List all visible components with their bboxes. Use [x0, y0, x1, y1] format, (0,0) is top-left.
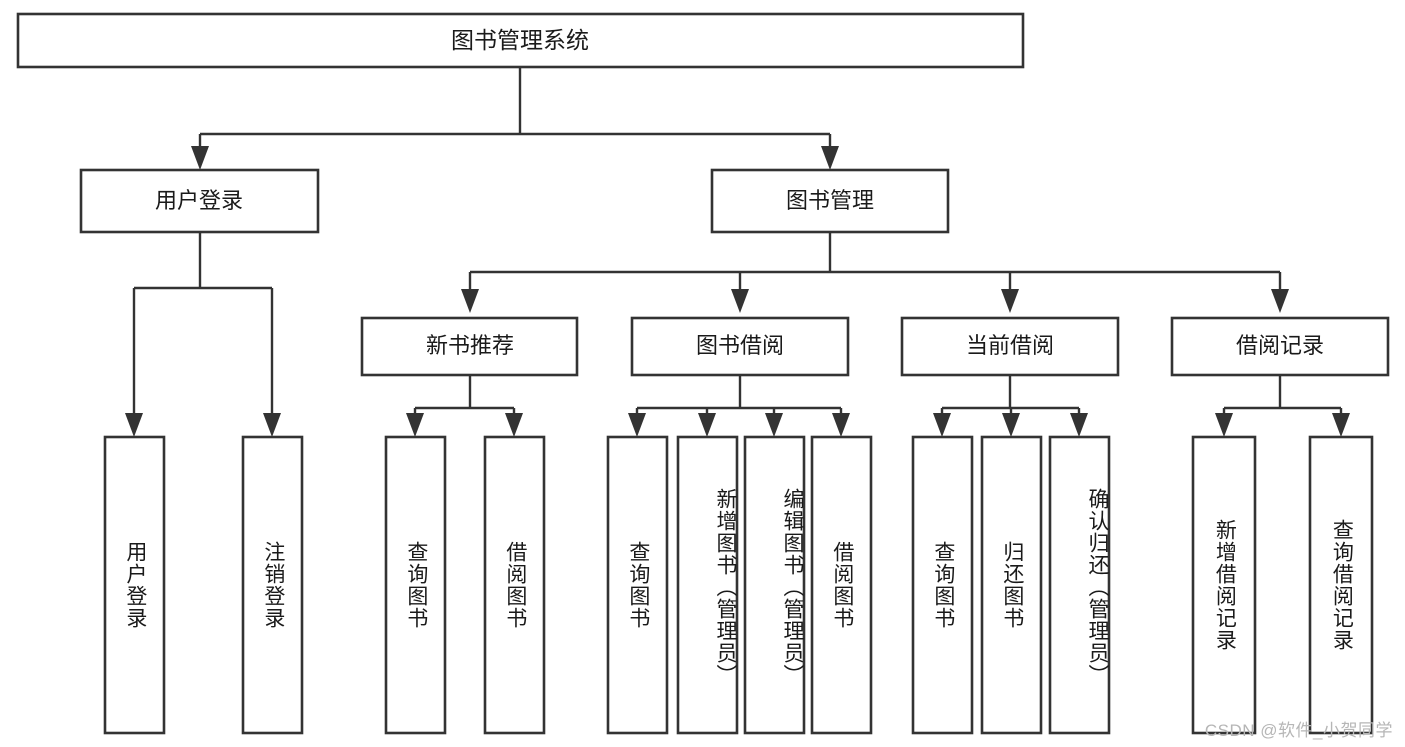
node-root-label: 图书管理系统 — [451, 27, 589, 53]
leaf-box-br-2[interactable] — [1308, 435, 1374, 735]
node-current-borrow-label: 当前借阅 — [966, 333, 1054, 358]
node-borrow-record-box[interactable] — [1170, 316, 1390, 377]
leaf-box-cb-2[interactable] — [980, 435, 1043, 735]
leaf-box-cb-3[interactable] — [1048, 435, 1111, 735]
connector-group-new-book-recommend — [406, 375, 523, 437]
arrow-head-leaf-bb-4 — [832, 413, 850, 437]
node-book-mgmt-label: 图书管理 — [786, 188, 874, 213]
node-borrow-record-label: 借阅记录 — [1236, 333, 1324, 358]
arrow-head-leaf-user-login-2 — [263, 413, 281, 437]
arrow-head-leaf-cb-3 — [1070, 413, 1088, 437]
leaf-box-bb-4[interactable] — [810, 435, 873, 735]
leaf-box-br-1[interactable] — [1191, 435, 1257, 735]
arrow-head-leaf-user-login-1 — [125, 413, 143, 437]
arrow-head-leaf-nbr-2 — [505, 413, 523, 437]
arrow-head-book-borrow — [731, 289, 749, 313]
connector-group-book-borrow — [628, 375, 850, 437]
arrow-head-new-book-recommend — [461, 289, 479, 313]
connector-group-borrow-record — [1215, 375, 1350, 437]
node-current-borrow-box[interactable] — [900, 316, 1120, 377]
leaf-box-bb-3[interactable] — [743, 435, 806, 735]
leaf-box-bb-1[interactable] — [606, 435, 669, 735]
arrow-head-book-mgmt — [821, 146, 839, 170]
node-user-login-label: 用户登录 — [155, 188, 243, 213]
node-new-book-recommend-box[interactable] — [360, 316, 579, 377]
connector-group-root — [191, 67, 839, 170]
arrow-head-leaf-bb-3 — [765, 413, 783, 437]
arrow-head-user-login — [191, 146, 209, 170]
node-root-box[interactable] — [16, 12, 1025, 69]
csdn-watermark: CSDN @软件_小贺同学 — [1204, 721, 1393, 740]
connector-group-user-login — [125, 232, 281, 437]
leaf-box-bb-2[interactable] — [676, 435, 739, 735]
arrow-head-current-borrow — [1001, 289, 1019, 313]
leaf-box-cb-1[interactable] — [911, 435, 974, 735]
node-book-borrow-box[interactable] — [630, 316, 850, 377]
arrow-head-leaf-bb-1 — [628, 413, 646, 437]
leaf-box-user-login-1[interactable] — [103, 435, 166, 735]
connector-group-current-borrow — [933, 375, 1088, 437]
node-book-borrow-label: 图书借阅 — [696, 333, 784, 358]
arrow-head-leaf-nbr-1 — [406, 413, 424, 437]
node-user-login-box[interactable] — [79, 168, 320, 234]
arrow-head-borrow-record — [1271, 289, 1289, 313]
arrow-head-leaf-bb-2 — [698, 413, 716, 437]
node-book-mgmt-box[interactable] — [710, 168, 950, 234]
leaf-box-nbr-2[interactable] — [483, 435, 546, 735]
arrow-head-leaf-br-1 — [1215, 413, 1233, 437]
leaf-box-user-login-2[interactable] — [241, 435, 304, 735]
arrow-head-leaf-br-2 — [1332, 413, 1350, 437]
arrow-head-leaf-cb-2 — [1002, 413, 1020, 437]
node-new-book-recommend-label: 新书推荐 — [426, 333, 514, 358]
connector-group-book-mgmt — [461, 232, 1289, 313]
leaf-box-nbr-1[interactable] — [384, 435, 447, 735]
arrow-head-leaf-cb-1 — [933, 413, 951, 437]
